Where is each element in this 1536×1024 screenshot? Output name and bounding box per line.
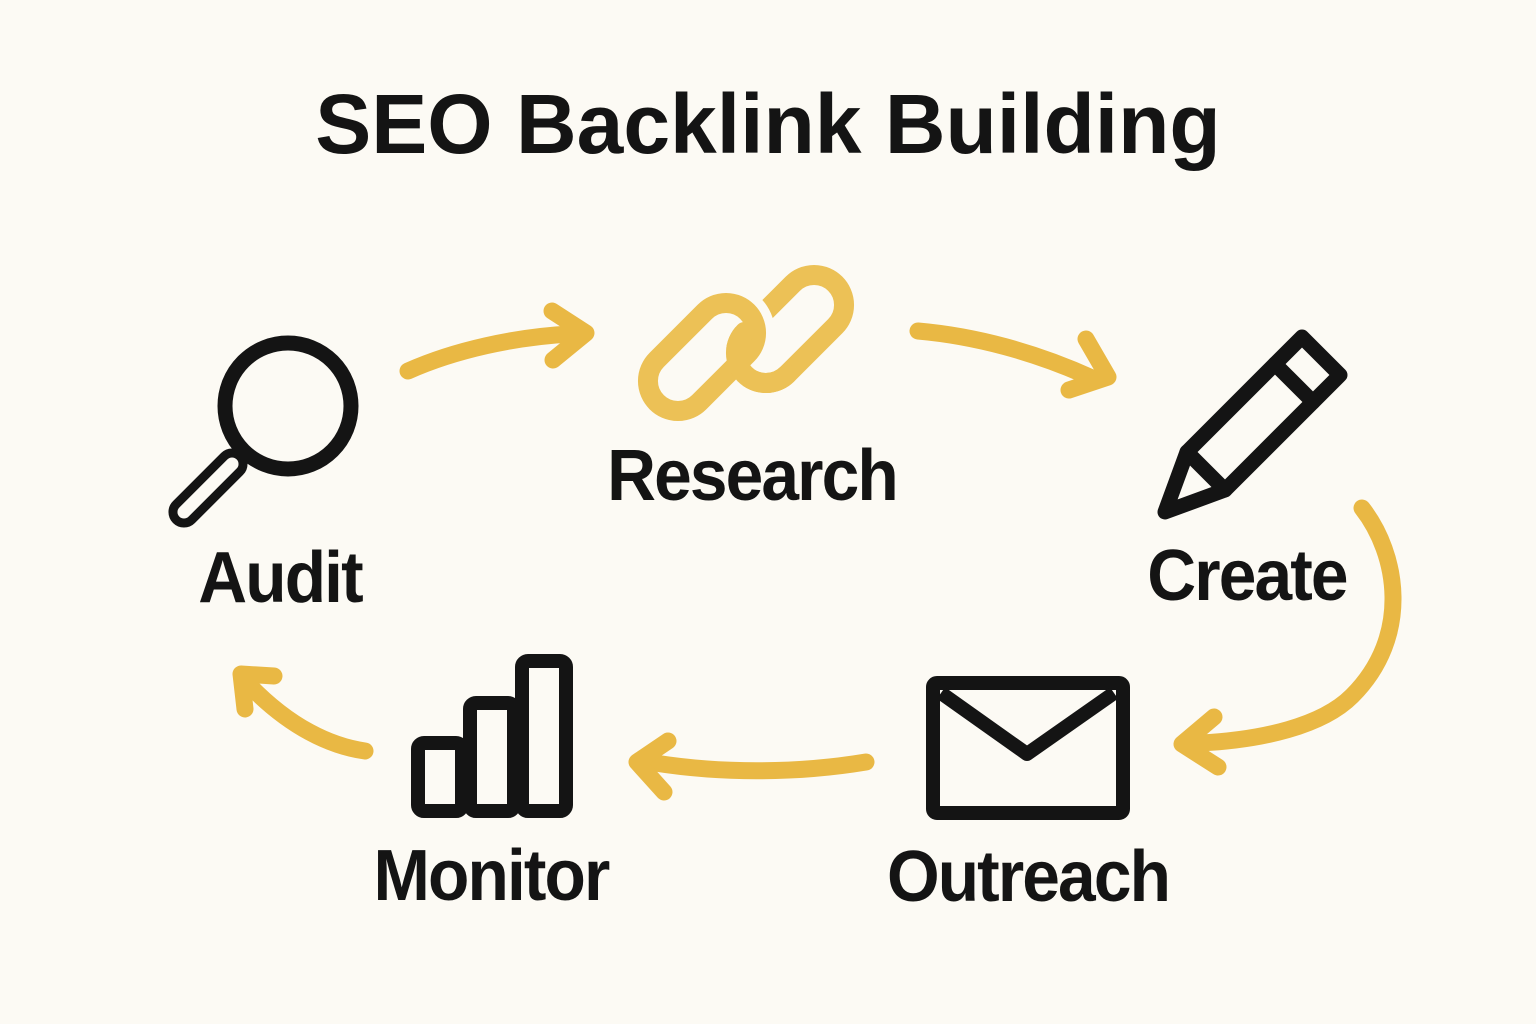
bar-chart-icon [411,654,573,818]
step-label-outreach: Outreach [886,837,1171,917]
pencil-icon [1157,329,1348,520]
arrow-monitor-to-audit [232,665,374,760]
step-label-monitor: Monitor [373,836,611,916]
arrow-audit-to-research [399,302,595,380]
arrow-create-to-outreach [1173,499,1402,776]
chain-link-icon [628,264,855,431]
envelope-icon [926,676,1130,820]
page-title: SEO Backlink Building [315,77,1221,171]
arrow-outreach-to-monitor [628,732,875,801]
magnifying-glass-icon [168,335,359,528]
step-label-research: Research [607,436,899,516]
step-label-audit: Audit [198,538,363,618]
step-label-create: Create [1147,536,1348,616]
arrow-research-to-create [909,322,1117,399]
